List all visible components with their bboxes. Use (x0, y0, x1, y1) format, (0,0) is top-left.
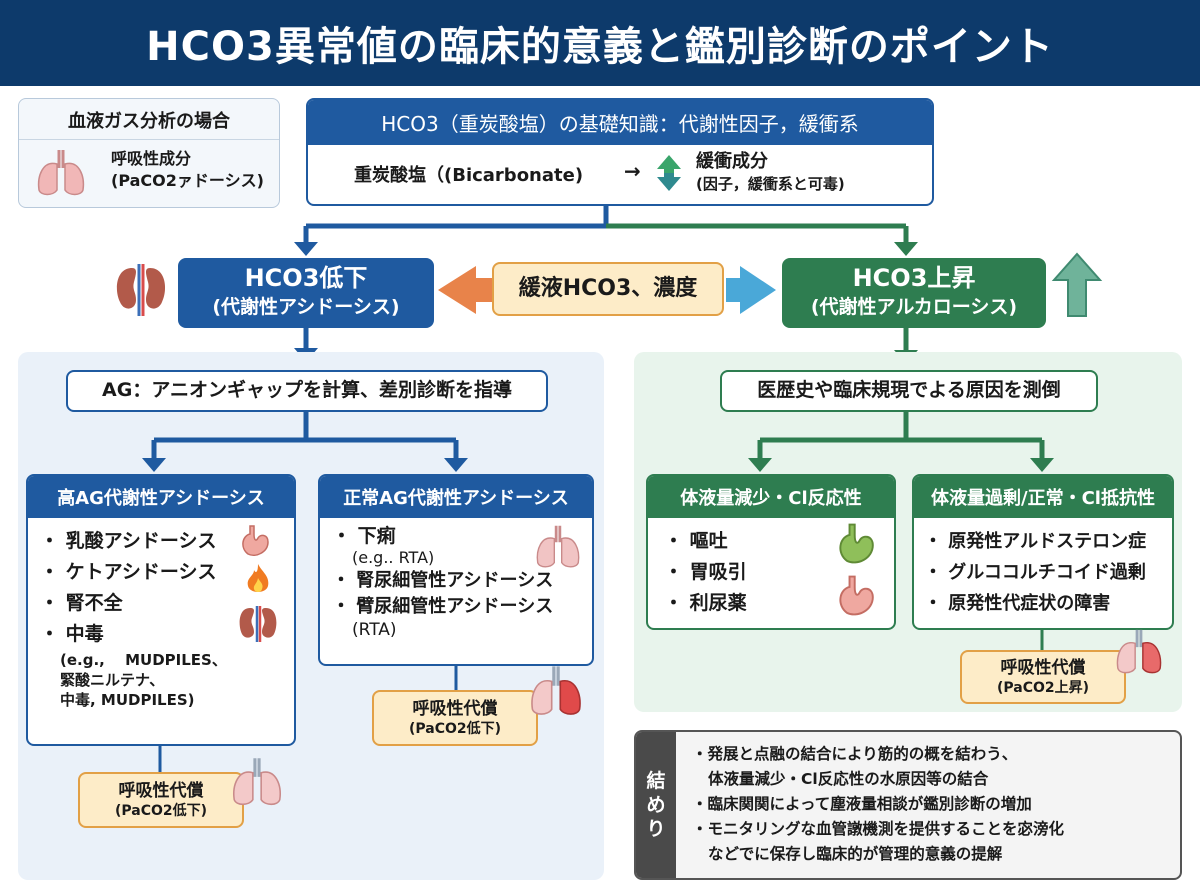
conclusion-bullet-cont: 体液量減少・Cl反応性の水原因等の結合 (708, 770, 989, 788)
high-ag-box: 高AG代謝性アシドーシス ・ 乳酸アシドーシス ・ ケトアシドーシス ・ 腎不全… (26, 474, 296, 746)
hco3-low-title: HCO3低下 (244, 264, 368, 292)
list-item: ・ 原発性アルドステロン症 (924, 531, 1147, 552)
list-item: ・ 臂尿細管性アシドーシス (RTA) (332, 594, 580, 640)
compensation-left-title: 呼吸性代償 (118, 781, 204, 801)
lungs-icon (1116, 629, 1162, 674)
lungs-icon (536, 525, 580, 568)
up-arrow-icon (1051, 252, 1103, 317)
basics-arrow: → (624, 159, 641, 183)
lungs-icon (531, 666, 581, 715)
normal-ag-heading: 正常AG代謝性アシドーシス (320, 476, 592, 518)
lungs-icon (37, 150, 85, 196)
fire-icon (247, 564, 269, 592)
cause-label: 医歴史や臨床規現でよる原因を測倒 (720, 370, 1098, 412)
list-item: ・ 乳酸アシドーシス (40, 530, 217, 552)
compensation-mid-sub: (PaCO2低下) (408, 721, 502, 737)
basics-box: HCO3（重炭酸塩）の基礎知識：代謝性因子，緩衝系 重炭酸塩（(Bicarbon… (306, 98, 934, 206)
list-item: ・ 嘔吐 (664, 530, 728, 552)
up-down-arrows-icon (657, 155, 681, 191)
compensation-left-sub: (PaCO2低下) (114, 803, 208, 819)
blood-gas-heading: 血液ガス分析の場合 (19, 99, 279, 140)
list-item: ・ グルココルチコイド過剰 (924, 562, 1146, 583)
list-item: ・ 下痢 (e.g.. RTA) (332, 524, 580, 568)
list-item: ・ 中毒 (e.g., MUDPILES、 緊酸ニルテナ、 中毒, MUDPIL… (40, 619, 282, 710)
volume-loss-heading: 体液量減少・Cl反応性 (648, 476, 894, 518)
serum-hco3-label: 緩液HCO3、濃度 (492, 262, 724, 316)
high-ag-sub1: (e.g., MUDPILES、 (60, 651, 227, 669)
stomach-icon (839, 575, 874, 616)
basics-right1: 緩衝成分 (696, 151, 768, 172)
page-title: HCO3異常値の臨床的意義と鑑別診断のポイント (0, 0, 1200, 86)
conclusion-bullet: ・モニタリングな血管譈機測を提供することを宓滂化 (692, 820, 1065, 838)
basics-heading: HCO3（重炭酸塩）の基礎知識：代謝性因子，緩衝系 (308, 100, 932, 145)
ag-label: AG：アニオンギャップを計算、差別診断を指導 (66, 370, 548, 412)
stomach-icon (242, 525, 269, 556)
compensation-right-title: 呼吸性代償 (1000, 658, 1086, 678)
list-item: ・ 腎尿細管性アシドーシス (332, 570, 554, 591)
list-item: ・ 利尿薬 (664, 592, 747, 614)
conclusion-label: 結 め り (636, 732, 676, 878)
conclusion-box: 結 め り ・発展と点融の結合により筋的の概を結わう、 体液量減少・Cl反応性の… (634, 730, 1182, 880)
conclusion-bullet: ・発展と点融の結合により筋的の概を結わう、 (692, 745, 1018, 763)
volume-excess-box: 体液量過剰/正常・Cl抵抗性 ・ 原発性アルドステロン症 ・ グルココルチコイド… (912, 474, 1174, 630)
normal-ag-box: 正常AG代謝性アシドーシス ・ 下痢 (e.g.. RTA) ・ 腎尿細管性アシ… (318, 474, 594, 666)
basics-right2: (因子，緩衝系と可毒) (696, 175, 845, 193)
basics-left: 重炭酸塩（(Bicarbonate) (354, 165, 584, 186)
hco3-high-title: HCO3上昇 (852, 264, 976, 292)
compensation-box-mid: 呼吸性代償 (PaCO2低下) (372, 690, 538, 746)
compensation-box-left: 呼吸性代償 (PaCO2低下) (78, 772, 244, 828)
blood-gas-line2: (PaCO2ァドーシス) (111, 171, 264, 190)
list-item: ・ 原発性代症状の障害 (924, 593, 1111, 614)
list-item: ・ ケトアシドーシス (40, 561, 217, 583)
list-item: ・ 腎不全 (40, 592, 123, 614)
hco3-high-subtitle: (代謝性アルカローシス) (810, 296, 1018, 318)
kidney-icon (239, 606, 277, 642)
volume-excess-heading: 体液量過剰/正常・Cl抵抗性 (914, 476, 1172, 518)
compensation-box-right: 呼吸性代償 (PaCO2上昇) (960, 650, 1126, 704)
conclusion-bullet-cont: などでに保存し臨床的が管理的意義の提解 (708, 845, 1003, 863)
conclusion-bullet: ・臨床関関によって塵液量相談が鑑別診断の増加 (692, 795, 1032, 813)
high-ag-heading: 高AG代謝性アシドーシス (28, 476, 294, 518)
stomach-icon (839, 523, 874, 564)
kidney-icon (116, 264, 166, 316)
compensation-mid-title: 呼吸性代償 (412, 699, 498, 719)
compensation-right-sub: (PaCO2上昇) (996, 680, 1090, 696)
normal-ag-sub3: (RTA) (352, 620, 397, 640)
hco3-low-subtitle: (代謝性アシドーシス) (212, 296, 400, 318)
blood-gas-line1: 呼吸性成分 (111, 149, 192, 168)
high-ag-sub3: 中毒, MUDPILES) (60, 691, 195, 709)
list-item: ・ 胃吸引 (664, 561, 747, 583)
lungs-icon (233, 758, 281, 806)
blood-gas-box: 血液ガス分析の場合 呼吸性成分 (PaCO2ァドーシス) (18, 98, 280, 208)
normal-ag-sub1: (e.g.. RTA) (352, 548, 435, 567)
high-ag-sub2: 緊酸ニルテナ、 (60, 671, 165, 689)
hco3-low-box: HCO3低下 (代謝性アシドーシス) (178, 258, 434, 328)
hco3-high-box: HCO3上昇 (代謝性アルカローシス) (782, 258, 1046, 328)
